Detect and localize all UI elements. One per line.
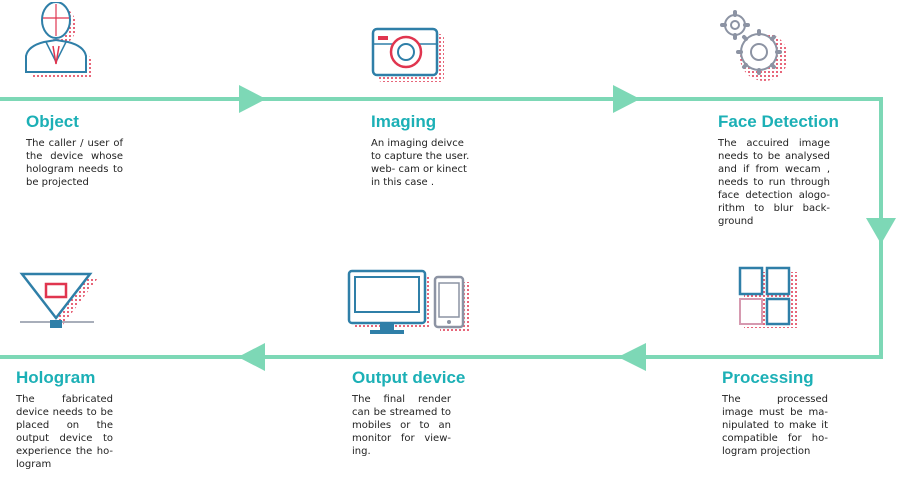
description-line: The processed bbox=[722, 394, 828, 405]
description-line: The fabricated bbox=[16, 394, 113, 405]
description-line: the device whose bbox=[26, 151, 123, 162]
description-line: logram projection bbox=[722, 446, 811, 457]
description-line: in this case . bbox=[371, 177, 435, 188]
description-line: rithm to blur back- bbox=[718, 203, 830, 214]
description-line: web- cam or kinect bbox=[371, 164, 467, 175]
description-line: placed on the bbox=[16, 420, 113, 431]
arrow-right-icon bbox=[239, 85, 266, 113]
description-line: ground bbox=[718, 216, 754, 227]
step-description: The caller / user of the device whose ho… bbox=[26, 137, 123, 189]
description-line: logram bbox=[16, 459, 52, 470]
step-description: The processed image must be ma- nipulate… bbox=[722, 393, 828, 458]
description-line: device needs to be bbox=[16, 407, 113, 418]
arrow-right-icon bbox=[613, 85, 640, 113]
step-title: Hologram bbox=[16, 368, 96, 387]
description-line: output device to bbox=[16, 433, 113, 444]
step-description: The final render can be streamed to mobi… bbox=[352, 393, 451, 458]
gears-icon bbox=[720, 10, 788, 81]
description-line: The caller / user of bbox=[26, 138, 123, 149]
step-title: Face Detection bbox=[718, 112, 839, 131]
step-title: Output device bbox=[352, 368, 466, 387]
arrow-left-icon bbox=[618, 343, 646, 371]
step-title: Imaging bbox=[371, 112, 437, 131]
monitor-phone-icon bbox=[347, 269, 470, 334]
arrow-down-icon bbox=[866, 218, 896, 244]
step-title: Object bbox=[26, 112, 79, 131]
person-icon bbox=[25, 2, 92, 78]
step-description: The accuired image needs to be analysed … bbox=[718, 137, 830, 228]
description-line: The accuired image bbox=[718, 138, 830, 149]
description-line: image must be ma- bbox=[722, 407, 828, 418]
description-line: face detection alogo- bbox=[718, 190, 830, 201]
step-description: The fabricated device needs to be placed… bbox=[16, 393, 113, 471]
description-line: needs to be analysed bbox=[718, 151, 830, 162]
description-line: to capture the user. bbox=[371, 151, 470, 162]
step-title: Processing bbox=[722, 368, 814, 387]
description-line: The final render bbox=[352, 394, 451, 405]
step-description: An imaging deivce to capture the user. w… bbox=[371, 137, 477, 189]
description-line: mobiles or to an bbox=[352, 420, 451, 431]
arrow-left-icon bbox=[238, 343, 265, 371]
description-line: An imaging deivce bbox=[371, 138, 464, 149]
description-line: compatible for ho- bbox=[722, 433, 828, 444]
description-line: be projected bbox=[26, 177, 89, 188]
camera-icon bbox=[371, 27, 444, 82]
description-line: ing. bbox=[352, 446, 371, 457]
description-line: experience the ho- bbox=[16, 446, 113, 457]
description-line: can be streamed to bbox=[352, 407, 451, 418]
pyramid-icon bbox=[19, 272, 98, 328]
description-line: needs to run through bbox=[718, 177, 830, 188]
description-line: hologram needs to bbox=[26, 164, 123, 175]
grid-icon bbox=[738, 266, 798, 328]
description-line: monitor for view- bbox=[352, 433, 451, 444]
description-line: nipulated to make it bbox=[722, 420, 828, 431]
description-line: and if from wecam , bbox=[718, 164, 830, 175]
